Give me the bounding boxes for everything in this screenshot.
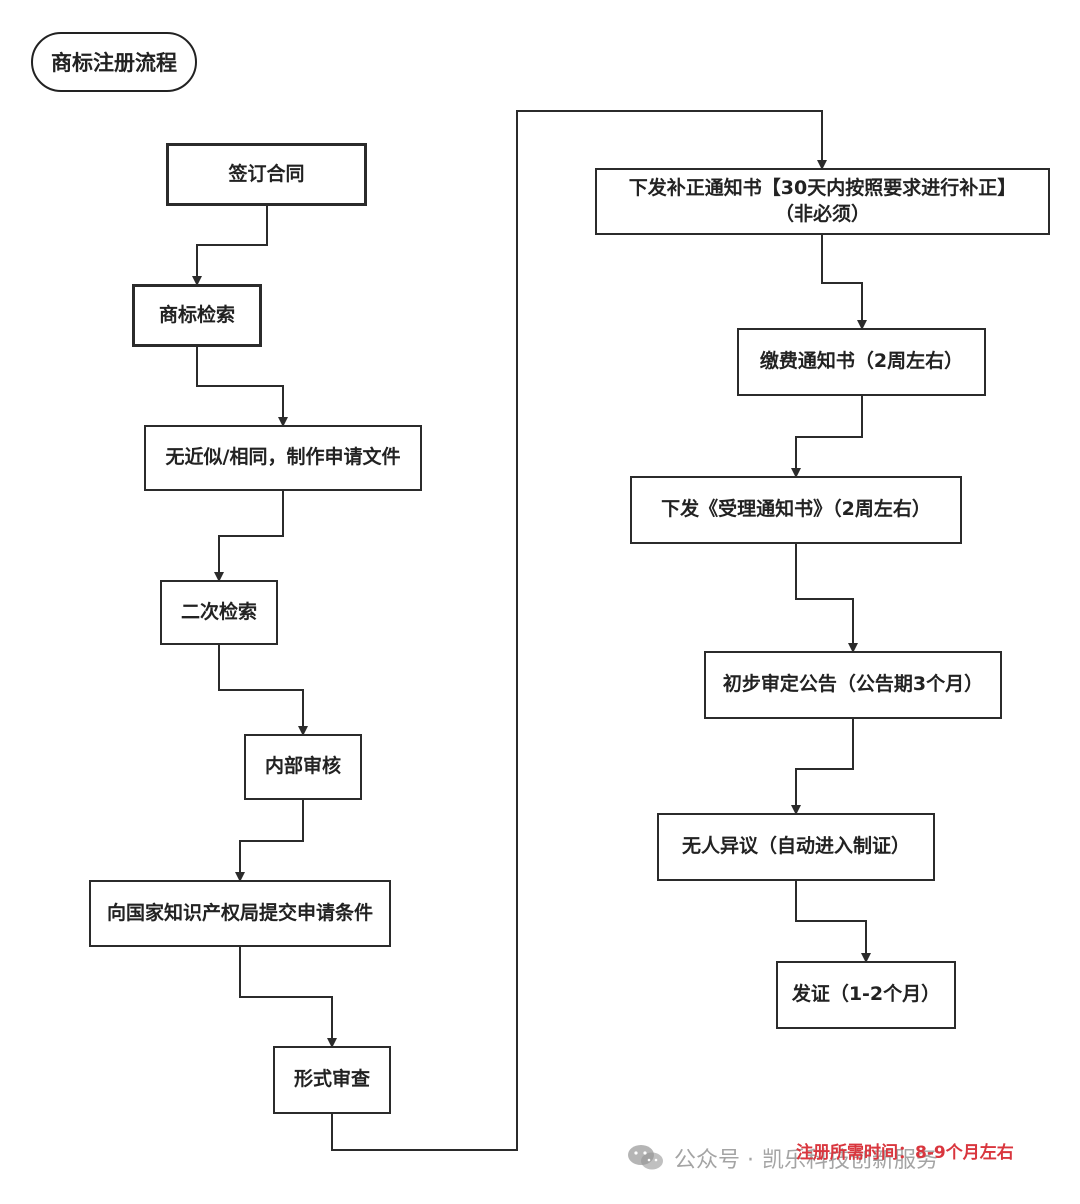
step-no-objection: 无人异议（自动进入制证）: [657, 813, 935, 881]
step-payment-notice: 缴费通知书（2周左右）: [737, 328, 986, 396]
connector-s3-s4: [214, 491, 284, 582]
step-label: 发证（1-2个月）: [791, 983, 941, 1006]
step-label: 无近似/相同，制作申请文件: [165, 446, 401, 469]
connector-s4-s5: [218, 645, 308, 736]
connector-s9-s10: [791, 396, 863, 478]
step-label: 初步审定公告（公告期3个月）: [722, 673, 984, 696]
step-label: 缴费通知书（2周左右）: [759, 350, 964, 373]
connector-s5-s6: [235, 800, 304, 882]
watermark-account-name: 凯乐科技创新服务: [762, 1148, 939, 1173]
step-label: 向国家知识产权局提交申请条件: [106, 901, 373, 924]
step-label: 无人异议（自动进入制证）: [681, 835, 910, 858]
step-second-search: 二次检索: [160, 580, 278, 645]
step-label: 内部审核: [264, 755, 341, 778]
step-sign-contract: 签订合同: [166, 143, 367, 206]
step-label: 二次检索: [180, 600, 257, 623]
step-certificate-issued: 发证（1-2个月）: [776, 961, 956, 1029]
step-label: 下发补正通知书【30天内按照要求进行补正】: [628, 176, 1017, 199]
connector-s7-s8: [331, 110, 827, 1151]
connector-s8-s9: [821, 235, 867, 330]
step-correction-notice: 下发补正通知书【30天内按照要求进行补正】 （非必须）: [595, 168, 1050, 235]
step-trademark-search: 商标检索: [132, 284, 262, 347]
connector-s11-s12: [791, 719, 854, 815]
step-label-note: （非必须）: [774, 202, 870, 225]
watermark-prefix: 公众号 ·: [674, 1148, 754, 1173]
step-preliminary-publication: 初步审定公告（公告期3个月）: [704, 651, 1002, 719]
connector-s6-s7: [239, 947, 337, 1048]
step-label: 下发《受理通知书》（2周左右）: [661, 498, 931, 521]
wechat-icon: [628, 1145, 663, 1170]
step-label: 商标检索: [158, 303, 235, 326]
step-prepare-application: 无近似/相同，制作申请文件: [144, 425, 422, 491]
connector-s10-s11: [795, 544, 858, 653]
step-label: 形式审查: [293, 1068, 370, 1091]
step-acceptance-notice: 下发《受理通知书》（2周左右）: [630, 476, 962, 544]
connector-s1-s2: [192, 206, 268, 286]
step-submit-to-cnipa: 向国家知识产权局提交申请条件: [89, 880, 391, 947]
page-title: 商标注册流程: [31, 32, 197, 92]
step-internal-review: 内部审核: [244, 734, 362, 800]
step-formal-examination: 形式审查: [273, 1046, 391, 1114]
step-label: 签订合同: [228, 162, 305, 185]
registration-time-note: 注册所需时间：8-9个月左右: [796, 1143, 1014, 1163]
connector-s2-s3: [196, 347, 288, 427]
watermark: 公众号 · 凯乐科技创新服务: [626, 1142, 938, 1174]
connector-s12-s13: [795, 881, 871, 963]
